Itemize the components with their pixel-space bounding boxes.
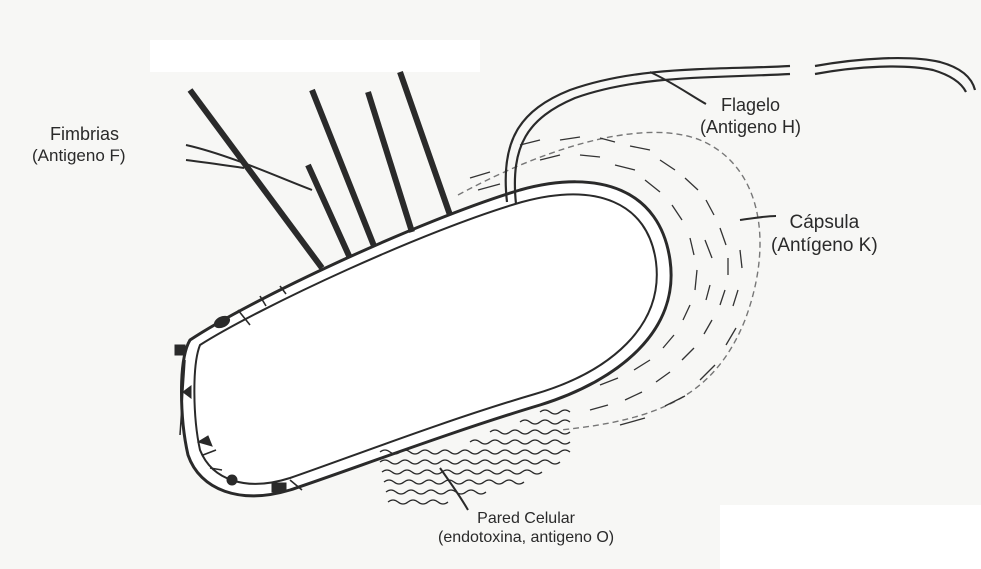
flagelo-name: Flagelo xyxy=(700,95,801,117)
label-pared-celular: Pared Celular (endotoxina, antigeno O) xyxy=(438,509,614,547)
capsula-name: Cápsula xyxy=(771,212,878,235)
pared-antigen: (endotoxina, antigeno O) xyxy=(438,528,614,547)
pared-name: Pared Celular xyxy=(438,509,614,528)
label-capsula: Cápsula (Antígeno K) xyxy=(771,212,878,258)
top-white-patch xyxy=(150,40,480,72)
capsula-antigen: (Antígeno K) xyxy=(771,235,878,258)
cell-wall-outer xyxy=(182,182,672,496)
fimbrias-antigen: (Antigeno F) xyxy=(32,146,126,166)
label-flagelo: Flagelo (Antigeno H) xyxy=(700,95,801,138)
flagelo-antigen: (Antigeno H) xyxy=(700,117,801,139)
bottom-white-patch xyxy=(720,505,981,569)
label-fimbrias: Fimbrias (Antigeno F) xyxy=(32,124,126,166)
fimbrias-name: Fimbrias xyxy=(32,124,126,146)
